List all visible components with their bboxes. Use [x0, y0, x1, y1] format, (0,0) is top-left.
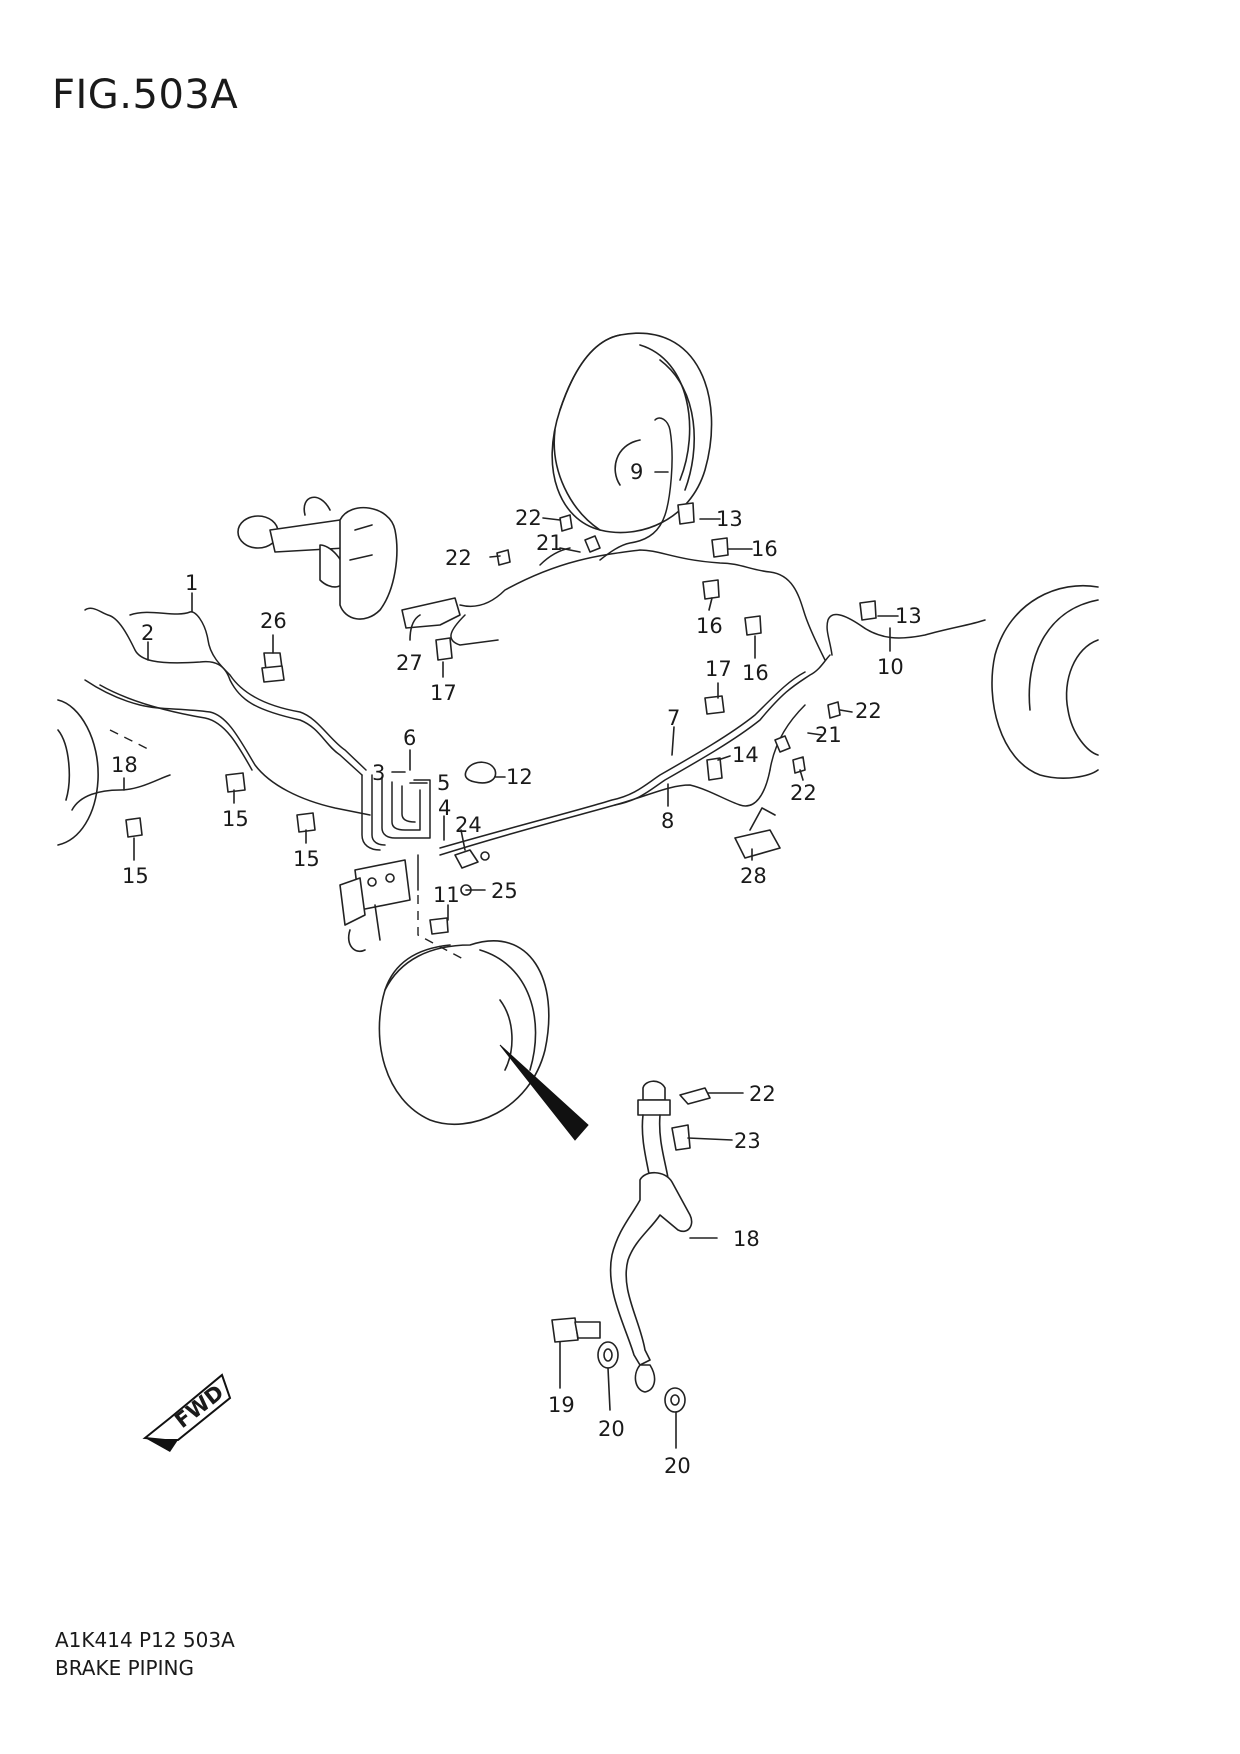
clip-11 [429, 917, 449, 935]
clip-13b [859, 600, 877, 621]
callout-9: 9 [630, 460, 643, 484]
callout-23: 23 [734, 1129, 761, 1153]
callout-18a: 18 [111, 753, 138, 777]
fwd-arrow-icon: FWD [142, 1373, 232, 1452]
callout-8: 8 [661, 809, 674, 833]
leader-lines [123, 471, 899, 1449]
callout-6: 6 [403, 726, 416, 750]
callout-11: 11 [433, 883, 460, 907]
callout-25: 25 [491, 879, 518, 903]
clip-13a [677, 502, 695, 525]
callout-4: 4 [438, 796, 451, 820]
clip-15a [225, 772, 246, 793]
clip-16b [702, 579, 720, 600]
callout-21a: 21 [536, 531, 563, 555]
figure-title: FIG.503A [52, 72, 239, 118]
callout-20b: 20 [664, 1454, 691, 1478]
clip-16c [744, 615, 762, 636]
callout-24: 24 [455, 813, 482, 837]
callout-14: 14 [732, 743, 759, 767]
callout-10: 10 [877, 655, 904, 679]
figure-name: BRAKE PIPING [55, 1656, 194, 1680]
callout-13b: 13 [895, 604, 922, 628]
callout-13a: 13 [716, 507, 743, 531]
callout-labels: 1 2 3 4 5 6 7 8 9 10 11 12 13 13 14 15 1… [111, 460, 922, 1478]
rear-left-tire [991, 584, 1099, 779]
callout-5: 5 [437, 771, 450, 795]
callout-2: 2 [141, 621, 154, 645]
brake-master-cylinder [237, 496, 398, 620]
callout-15c: 15 [122, 864, 149, 888]
callout-21b: 21 [815, 723, 842, 747]
rear-right-tire [551, 332, 713, 534]
clip-27 [401, 597, 461, 629]
callout-16c: 16 [742, 661, 769, 685]
clip-12 [464, 761, 497, 784]
clip-17b [704, 695, 725, 715]
callout-20a: 20 [598, 1417, 625, 1441]
clip-24 [454, 849, 490, 869]
front-brake-hose-detail [551, 1080, 711, 1413]
callout-16a: 16 [751, 537, 778, 561]
clip-15b [296, 812, 316, 833]
abs-hydraulic-unit [339, 859, 411, 952]
figure-code: A1K414 P12 503A [55, 1628, 235, 1652]
bracket-28 [734, 807, 781, 859]
clip-26 [261, 652, 285, 683]
callout-22b: 22 [445, 546, 472, 570]
clip-17a [435, 637, 453, 661]
callout-22e: 22 [749, 1082, 776, 1106]
callout-22d: 22 [790, 781, 817, 805]
callout-1: 1 [185, 571, 198, 595]
callout-26: 26 [260, 609, 287, 633]
union-22-set [496, 514, 841, 774]
callout-22a: 22 [515, 506, 542, 530]
callout-15b: 15 [293, 847, 320, 871]
callout-12: 12 [506, 765, 533, 789]
front-left-tire [57, 699, 99, 846]
hose-21-fittings [584, 535, 791, 753]
callout-7: 7 [667, 706, 680, 730]
callout-15a: 15 [222, 807, 249, 831]
callout-16b: 16 [696, 614, 723, 638]
callout-22c: 22 [855, 699, 882, 723]
clip-15c [125, 817, 143, 838]
callout-3: 3 [372, 761, 385, 785]
brake-pipe-group [71, 417, 986, 961]
callout-17b: 17 [705, 657, 732, 681]
callout-28: 28 [740, 864, 767, 888]
clip-14 [706, 757, 723, 781]
callout-17a: 17 [430, 681, 457, 705]
callout-27: 27 [396, 651, 423, 675]
detail-pointer [499, 1044, 589, 1141]
callout-18b: 18 [733, 1227, 760, 1251]
front-right-tire [378, 940, 550, 1125]
clip-16a [711, 537, 729, 558]
callout-19: 19 [548, 1393, 575, 1417]
